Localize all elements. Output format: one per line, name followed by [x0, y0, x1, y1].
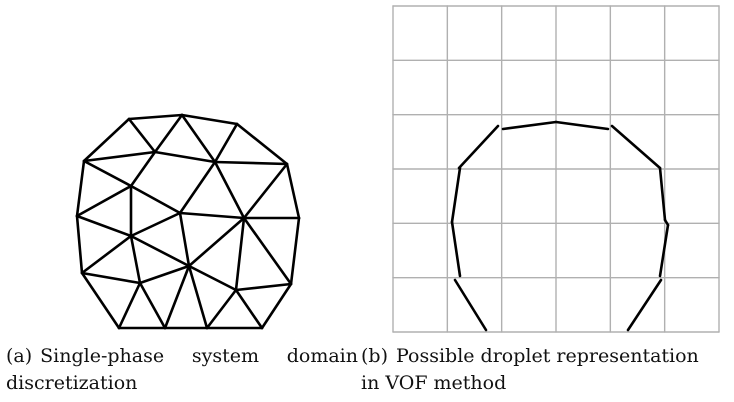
interface-segment — [658, 166, 667, 222]
figure-canvas — [75, 5, 720, 333]
mesh-edge — [242, 216, 293, 286]
caption-b: (b) Possible droplet representation in VO… — [361, 343, 731, 397]
caption-a-word-3: domain — [286, 345, 358, 367]
caption-b-line2: in VOF method — [361, 372, 507, 394]
caption-a-line1: (a) Single-phase system domain — [6, 343, 358, 370]
mesh-edge — [178, 211, 191, 268]
mesh-edge — [75, 184, 133, 218]
mesh-edge — [242, 162, 289, 220]
mesh-edge — [138, 264, 191, 285]
mesh-edge — [187, 216, 246, 268]
mesh-edge — [129, 184, 182, 215]
mesh-edge — [178, 160, 217, 215]
interface-segment — [453, 278, 488, 332]
mesh-edge — [75, 214, 84, 275]
mesh-edge — [75, 214, 133, 238]
mesh-edge — [289, 216, 301, 286]
mesh-edge — [234, 216, 246, 292]
mesh-edge — [129, 150, 157, 188]
mesh-edge — [127, 117, 157, 154]
mesh-edge — [205, 288, 238, 330]
vof-grid — [392, 5, 720, 333]
mesh-edge — [127, 113, 184, 121]
mesh-edge — [82, 117, 131, 163]
caption-b-tag: (b) — [361, 345, 388, 367]
mesh-edge — [82, 150, 157, 163]
mesh-edge — [153, 113, 184, 154]
caption-b-line1: (b) Possible droplet representation — [361, 343, 731, 370]
mesh-edge — [180, 113, 239, 126]
caption-a: (a) Single-phase system domain discretiza… — [6, 343, 358, 397]
mesh-edge — [178, 211, 246, 220]
mesh-edge — [80, 271, 121, 330]
interface-segment — [626, 278, 663, 332]
mesh-edge — [75, 159, 86, 218]
triangular-mesh — [75, 113, 301, 330]
mesh-edge — [260, 282, 293, 330]
caption-a-word-2: system — [191, 345, 259, 367]
mesh-edge — [235, 122, 289, 166]
mesh-edge — [187, 264, 238, 292]
interface-segment — [501, 120, 558, 131]
mesh-edge — [117, 281, 142, 330]
interface-segment — [457, 124, 500, 170]
caption-a-line2: discretization — [6, 372, 138, 394]
mesh-edge — [180, 113, 217, 164]
mesh-edge — [153, 150, 217, 164]
mesh-edge — [138, 281, 167, 330]
mesh-edge — [80, 271, 142, 285]
interface-segment — [610, 124, 662, 170]
vof-droplet-interface — [450, 120, 670, 332]
mesh-edge — [234, 282, 293, 292]
mesh-edge — [213, 160, 246, 220]
caption-b-text: Possible droplet representation — [396, 345, 699, 367]
caption-a-tag: (a) — [6, 345, 33, 367]
mesh-edge — [80, 234, 133, 275]
interface-segment — [554, 120, 610, 131]
mesh-edge — [234, 288, 264, 330]
mesh-edge — [285, 162, 301, 220]
interface-segment — [658, 223, 670, 278]
mesh-edge — [163, 264, 191, 330]
mesh-edge — [129, 211, 182, 238]
mesh-edge — [187, 264, 209, 330]
mesh-edge — [82, 159, 133, 188]
mesh-edge — [213, 122, 239, 164]
mesh-edge — [129, 234, 142, 285]
interface-segment — [450, 166, 462, 224]
interface-segment — [450, 220, 462, 278]
mesh-edge — [213, 160, 289, 166]
caption-a-word-1: Single-phase — [40, 345, 165, 367]
mesh-edge — [129, 234, 191, 268]
